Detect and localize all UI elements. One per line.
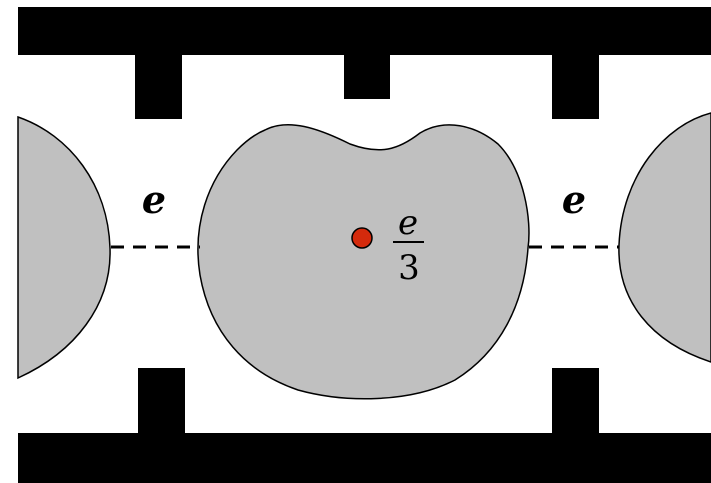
gap-label-right: e: [562, 177, 586, 222]
fraction-denominator: 3: [398, 248, 420, 288]
center-marker: [351, 227, 373, 249]
top-wall-bar: [18, 7, 711, 55]
left-blob: [17, 115, 111, 380]
top-wall-tooth-right: [552, 55, 599, 119]
fraction-numerator: e: [398, 203, 418, 243]
top-wall-tooth-center: [344, 55, 390, 99]
bottom-wall: [18, 368, 711, 483]
bottom-wall-tooth-right: [552, 368, 599, 433]
center-blob: [197, 123, 530, 400]
top-wall-tooth-left: [135, 55, 182, 119]
center-fraction: e 3: [393, 203, 424, 288]
right-blob: [618, 112, 711, 363]
gap-label-left: e: [142, 177, 166, 222]
bottom-wall-bar: [18, 433, 711, 483]
top-wall: [18, 7, 711, 119]
bottom-wall-tooth-left: [138, 368, 185, 433]
